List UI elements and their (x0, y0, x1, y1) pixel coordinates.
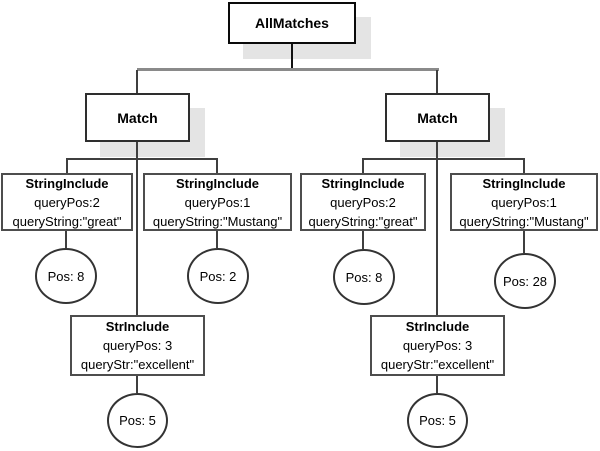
pos-value: Pos: 5 (119, 413, 156, 428)
stringinclude-left-mustang-node: StringInclude queryPos:1 queryString:"Mu… (143, 173, 292, 231)
match-right-label: Match (417, 109, 458, 126)
connector-match-right-down (436, 142, 438, 315)
pos-circle-left-great: Pos: 8 (35, 248, 97, 304)
node-querypos: queryPos:1 (184, 194, 251, 210)
connector-match-right-top (436, 70, 438, 93)
node-title: StringInclude (175, 175, 260, 191)
connector-left-group-horizontal (66, 158, 218, 160)
connector-circle-right-excellent (436, 376, 438, 393)
match-left-node: Match (85, 93, 190, 142)
node-title: StringInclude (482, 175, 566, 191)
pos-value: Pos: 28 (502, 273, 548, 289)
connector-left-great-top (66, 160, 68, 173)
pos-circle-left-excellent: Pos: 5 (107, 393, 168, 448)
node-querystring: queryString:"great" (12, 213, 122, 229)
pos-value: Pos: 2 (199, 268, 237, 284)
node-title: StrInclude (105, 319, 170, 334)
connector-root-horizontal (137, 68, 439, 71)
node-querypos: queryPos: 3 (402, 338, 473, 353)
node-querypos: queryPos:1 (491, 194, 557, 210)
pos-circle-left-mustang: Pos: 2 (187, 248, 249, 304)
stringinclude-right-mustang-node: StringInclude queryPos:1 queryString:"Mu… (450, 173, 598, 231)
node-querystring: queryString:"Mustang" (152, 213, 283, 229)
connector-match-left-down (136, 142, 138, 315)
node-title: StrInclude (405, 319, 470, 334)
match-left-label: Match (117, 109, 158, 126)
node-querystring: queryStr:"excellent" (80, 357, 195, 372)
connector-circle-left-excellent (136, 376, 138, 393)
node-querypos: queryPos:2 (34, 194, 100, 210)
connector-root-down (291, 44, 293, 69)
allmatches-label: AllMatches (255, 15, 329, 31)
strinclude-left-node: StrInclude queryPos: 3 queryStr:"excelle… (70, 315, 205, 376)
pos-value: Pos: 8 (47, 268, 85, 284)
stringinclude-right-great-node: StringInclude queryPos:2 queryString:"gr… (300, 173, 426, 231)
pos-value: Pos: 5 (419, 413, 456, 428)
connector-right-mustang-top (523, 160, 525, 173)
pos-circle-right-great: Pos: 8 (333, 249, 395, 305)
connector-circle-left-great (65, 231, 67, 248)
connector-circle-left-mustang (216, 231, 218, 248)
connector-right-group-horizontal (362, 158, 525, 160)
node-querystring: queryStr:"excellent" (380, 357, 495, 372)
allmatches-node: AllMatches (228, 2, 356, 44)
node-querypos: queryPos: 3 (102, 338, 173, 353)
node-querystring: queryString:"Mustang" (459, 213, 589, 229)
pos-circle-right-excellent: Pos: 5 (407, 393, 468, 448)
node-title: StringInclude (321, 175, 405, 191)
match-right-node: Match (385, 93, 490, 142)
pos-circle-right-mustang: Pos: 28 (494, 253, 556, 309)
node-querystring: queryString:"great" (308, 213, 418, 229)
stringinclude-left-great-node: StringInclude queryPos:2 queryString:"gr… (1, 173, 133, 231)
connector-circle-right-great (362, 231, 364, 249)
strinclude-right-node: StrInclude queryPos: 3 queryStr:"excelle… (370, 315, 505, 376)
connector-right-great-top (362, 160, 364, 173)
pos-value: Pos: 8 (345, 269, 383, 285)
node-querypos: queryPos:2 (330, 194, 396, 210)
node-title: StringInclude (25, 175, 109, 191)
connector-match-left-top (136, 70, 138, 93)
connector-circle-right-mustang (523, 231, 525, 253)
connector-left-mustang-top (216, 160, 218, 173)
